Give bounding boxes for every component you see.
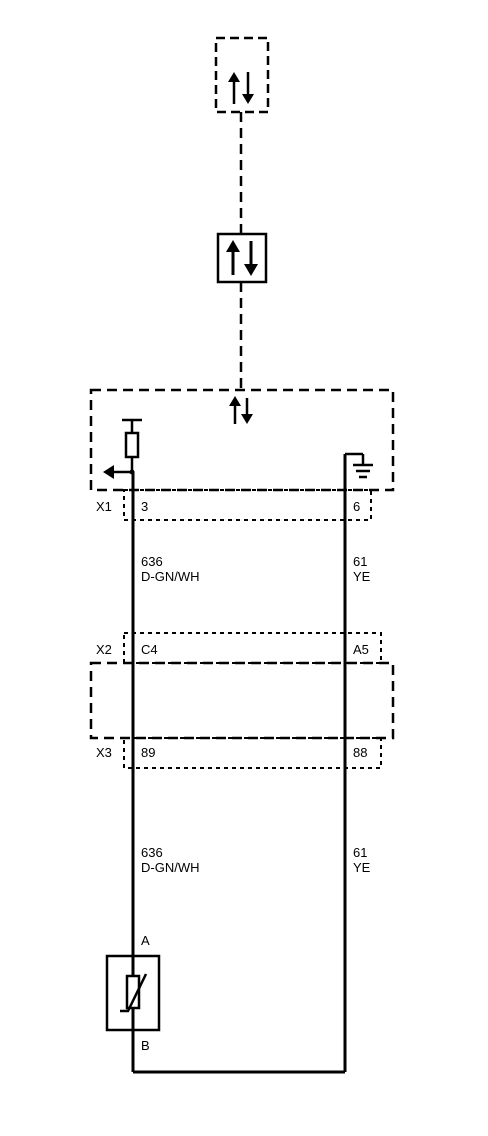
connector-x1-pin-right: 6 bbox=[353, 499, 360, 514]
wire-circuit: 61 bbox=[353, 845, 367, 860]
connector-x1-name: X1 bbox=[96, 499, 112, 514]
connector-x3-name: X3 bbox=[96, 745, 112, 760]
wire-label-right-upper: 61 YE bbox=[353, 554, 371, 584]
serial-data-arrows-icon bbox=[228, 72, 254, 104]
thermistor-icon bbox=[120, 956, 148, 1030]
connector-x2-name: X2 bbox=[96, 642, 112, 657]
connector-x3-pin-left: 89 bbox=[141, 745, 155, 760]
serial-data-arrows-icon bbox=[226, 240, 258, 276]
sensor-pin-top: A bbox=[141, 933, 150, 948]
wire-circuit: 636 bbox=[141, 554, 163, 569]
connector-x2-pin-right: A5 bbox=[353, 642, 369, 657]
connector-x1-pin-left: 3 bbox=[141, 499, 148, 514]
connector-x2-pin-left: C4 bbox=[141, 642, 158, 657]
ground-symbol-icon bbox=[345, 452, 373, 479]
wire-label-left-lower: 636 D-GN/WH bbox=[141, 845, 200, 875]
inline-harness-module bbox=[89, 661, 395, 740]
connector-x3-pin-right: 88 bbox=[353, 745, 367, 760]
sensor-pin-bottom: B bbox=[141, 1038, 150, 1053]
wire-circuit: 61 bbox=[353, 554, 367, 569]
middle-module bbox=[216, 232, 268, 284]
pull-up-resistor-icon bbox=[122, 418, 142, 475]
connector-x1: X1 3 6 bbox=[96, 489, 372, 521]
signal-output-arrow-icon bbox=[103, 465, 132, 479]
control-module bbox=[89, 388, 395, 492]
wire-color: D-GN/WH bbox=[141, 860, 200, 875]
wire-color: YE bbox=[353, 569, 371, 584]
connector-x3: X3 89 88 bbox=[96, 737, 382, 769]
wire-circuit: 636 bbox=[141, 845, 163, 860]
serial-data-arrows-icon bbox=[229, 396, 253, 424]
top-module bbox=[214, 36, 270, 114]
wire-color: YE bbox=[353, 860, 371, 875]
wire-color: D-GN/WH bbox=[141, 569, 200, 584]
temperature-sensor: A B bbox=[105, 933, 161, 1053]
connector-x2: X2 C4 A5 bbox=[96, 632, 382, 664]
wire-label-right-lower: 61 YE bbox=[353, 845, 371, 875]
wire-label-left-upper: 636 D-GN/WH bbox=[141, 554, 200, 584]
